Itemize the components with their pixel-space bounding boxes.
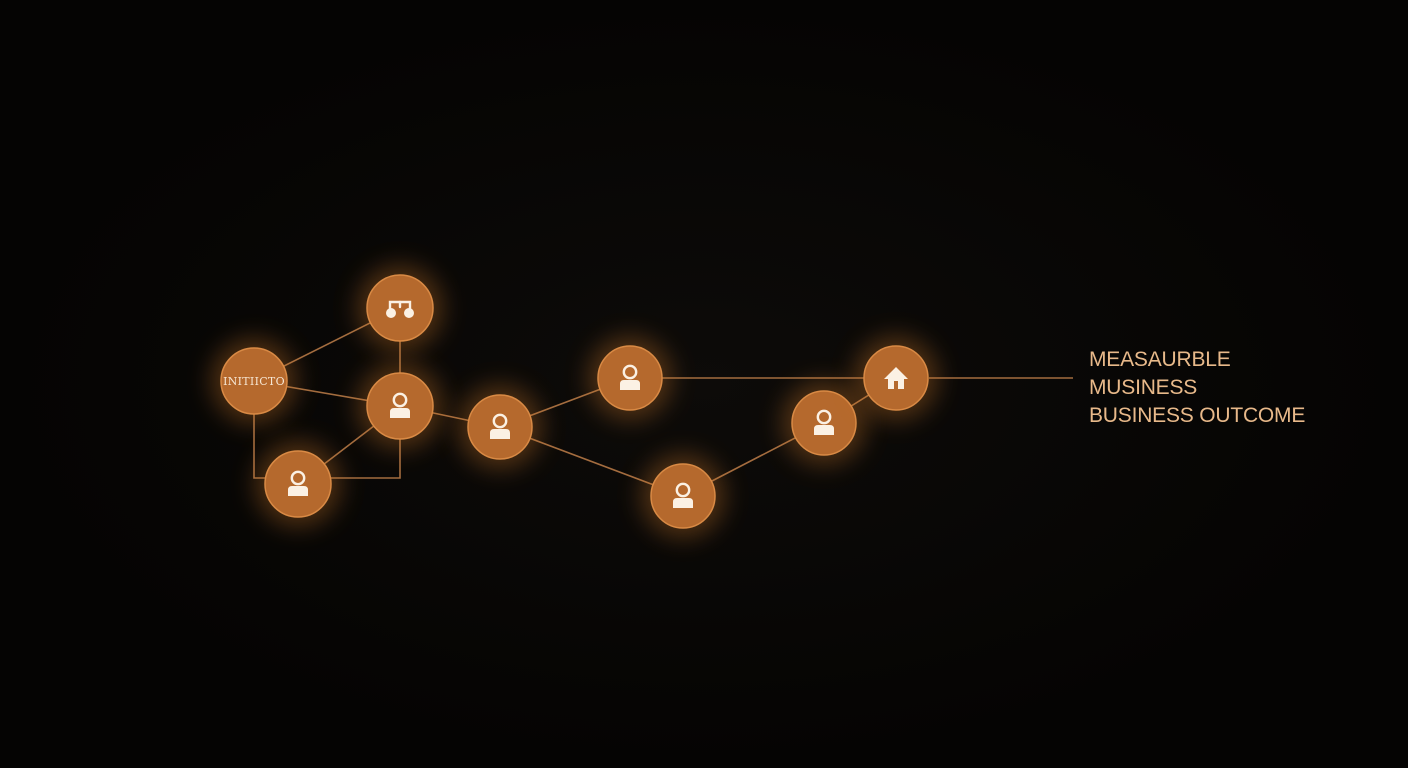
house-icon <box>884 367 908 389</box>
person-icon <box>620 364 640 390</box>
person-icon <box>814 409 834 435</box>
network-icon <box>386 300 414 318</box>
node-start: INITIICTO <box>211 338 297 424</box>
node-end <box>854 336 938 420</box>
node-center <box>357 363 443 449</box>
node-upper <box>588 336 672 420</box>
nodes-layer: INITIICTO <box>211 265 938 538</box>
node-label: INITIICTO <box>223 375 285 388</box>
outcome-label: MEASAURBLE MUSINESS BUSINESS OUTCOME <box>1089 346 1305 430</box>
outcome-line-2: MUSINESS <box>1089 376 1198 399</box>
node-mid <box>458 385 542 469</box>
person-icon <box>390 392 410 418</box>
person-icon <box>490 413 510 439</box>
node-top <box>357 265 443 351</box>
outcome-line-1: MEASAURBLE <box>1089 348 1231 371</box>
node-right <box>782 381 866 465</box>
person-icon <box>288 470 308 496</box>
connector-path-2 <box>331 439 401 479</box>
node-bottom-left <box>255 441 341 527</box>
node-circle <box>220 347 288 415</box>
person-icon <box>673 482 693 508</box>
outcome-line-3: BUSINESS OUTCOME <box>1089 404 1306 427</box>
node-lower <box>641 454 725 538</box>
